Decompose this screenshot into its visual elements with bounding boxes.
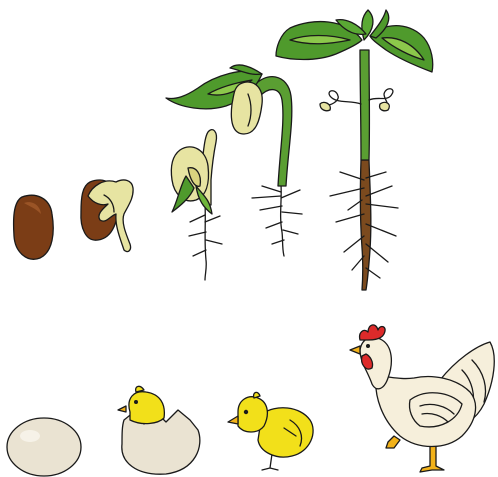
chicken-hatching-chick [118,386,200,474]
bean-seed [14,195,54,259]
bean-mature-plant [276,10,433,290]
chicken-chick [228,392,313,470]
chicken-egg [7,418,81,476]
chicken-hen [350,325,494,472]
bean-sprouting-seed [81,180,133,252]
bean-young-seedling [171,130,222,280]
